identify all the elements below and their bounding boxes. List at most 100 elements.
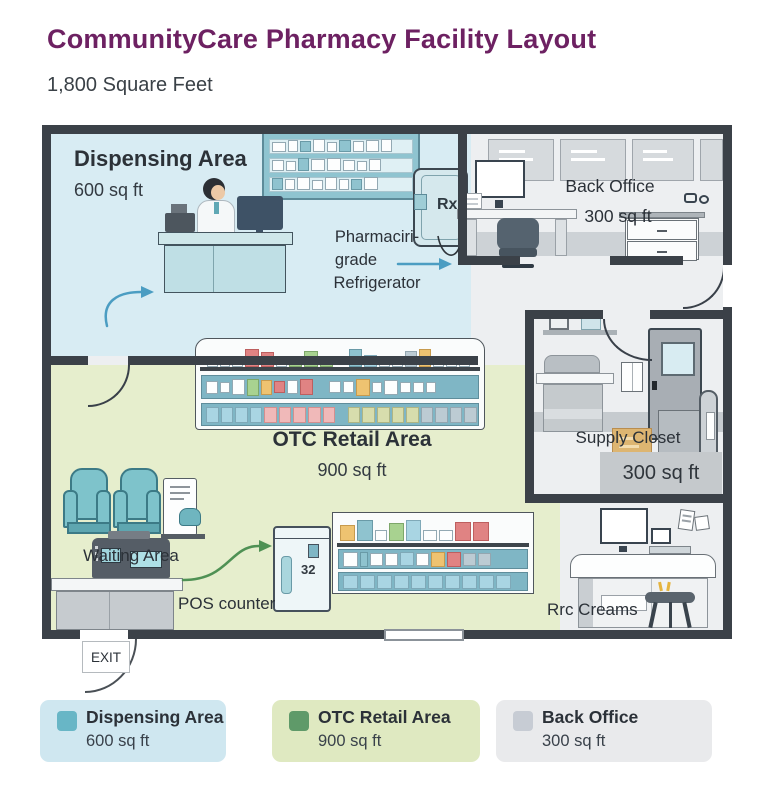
- wall-closet-bottom: [525, 494, 723, 503]
- otc-area-text: 900 sq ft: [317, 460, 387, 480]
- legend-label-otc: OTC Retail Area: [318, 707, 451, 727]
- backoffice-door-arc: [683, 267, 725, 309]
- creams-monitor-stand: [619, 546, 627, 552]
- creams-monitor: [600, 508, 648, 544]
- closet-door-window: [661, 342, 695, 376]
- creams-papers-icon: [694, 515, 710, 531]
- legend-swatch-otc: [289, 711, 309, 731]
- creams-counter-top: [570, 554, 716, 578]
- pos-counter-body: [56, 591, 174, 630]
- otc-bottom-shelf: [332, 512, 534, 594]
- page-subtitle: 1,800 Square Feet: [47, 74, 213, 96]
- wall-closet-left: [525, 310, 534, 503]
- closet-area-badge: 300 sq ft: [600, 452, 722, 494]
- glasses-icon: [684, 193, 697, 203]
- closet-label: Supply Closet: [575, 428, 681, 447]
- filing-cabinet-top: [619, 212, 705, 218]
- wall-dispensing-otc-left: [51, 356, 88, 365]
- page-title: CommunityCare Pharmacy Facility Layout: [47, 24, 597, 54]
- legend-area-otc: 900 sq ft: [318, 732, 382, 750]
- pharmacist-head: [211, 185, 225, 200]
- desk-monitor: [237, 196, 283, 230]
- legend-area-dispensing: 600 sq ft: [86, 732, 150, 750]
- legend-swatch-backoffice: [513, 711, 533, 731]
- legend-swatch-dispensing: [57, 711, 77, 731]
- creams-counter-shelf-items: [601, 595, 647, 611]
- wall-dispensing-otc-right: [128, 356, 478, 365]
- legend-card-otc: OTC Retail Area 900 sq ft: [272, 700, 480, 762]
- floor-plan: Rx: [42, 125, 732, 641]
- pos-counter-top: [51, 578, 183, 591]
- waiting-area-label: Waiting Area: [83, 546, 179, 565]
- legend-card-dispensing: Dispensing Area 600 sq ft: [40, 700, 226, 762]
- right-wall-door-opening: [723, 265, 732, 307]
- closet-wall-box: [621, 362, 643, 392]
- wall-cabinet: [700, 139, 723, 181]
- closet-shelf: [543, 330, 617, 335]
- copier-body: [543, 384, 603, 432]
- stool-seat: [645, 592, 695, 603]
- office-desk-leg: [555, 219, 567, 256]
- shelf-row: [269, 158, 413, 173]
- bottom-entrance-door: [384, 629, 464, 641]
- pharmacy-counter-body: [164, 245, 286, 293]
- pharmacist-collar: [214, 202, 219, 214]
- creams-tablet: [651, 528, 671, 544]
- exit-sign-text: EXIT: [90, 649, 121, 665]
- rx-fridge-label: Rx: [437, 196, 458, 213]
- mini-fridge-handle: [281, 556, 292, 594]
- refrigerator-note-line2: grade: [334, 251, 378, 269]
- legend-label-backoffice: Back Office: [542, 707, 639, 727]
- waiting-chair: [63, 468, 111, 534]
- cash-register: [171, 204, 187, 214]
- creams-papers-icon: [677, 509, 696, 531]
- creams-desk-mat: [649, 546, 691, 554]
- otc-gondola-shelf: [195, 338, 485, 430]
- rx-creams-label: Rrc Creams: [547, 600, 638, 619]
- magazine-rack: [163, 478, 197, 536]
- mini-fridge: 32: [273, 526, 331, 612]
- refrigerator-note-line1: Pharmaciri-: [334, 228, 420, 246]
- glasses-icon: [699, 195, 709, 204]
- pos-register-screen: [101, 548, 121, 563]
- pos-register: [92, 531, 170, 578]
- office-chair-back: [497, 218, 539, 250]
- refrigerator-note: Pharmaciri- grade Refrigerator: [307, 226, 447, 295]
- rack-base: [161, 534, 205, 539]
- pharmacy-counter-top: [158, 232, 293, 245]
- office-monitor: [475, 160, 525, 198]
- dispensing-area-text: 600 sq ft: [74, 180, 144, 200]
- copier-top: [544, 355, 600, 373]
- wall-backoffice-bottom-right: [610, 256, 683, 265]
- backoffice-label: Back Office: [565, 176, 655, 196]
- legend-label-dispensing: Dispensing Area: [86, 707, 224, 727]
- copier-tray: [536, 373, 614, 384]
- stool-leg: [669, 602, 672, 628]
- closet-door-handle: [652, 381, 657, 390]
- wall-backoffice-bottom-left: [467, 256, 520, 265]
- shelf-row: [269, 139, 413, 154]
- office-chair-base: [502, 264, 534, 268]
- exit-door-opening: [80, 630, 128, 639]
- closet-door-arc: [603, 319, 652, 361]
- office-monitor-stand: [495, 200, 503, 208]
- pos-counter-label: POS counter: [178, 594, 276, 613]
- wall-closet-top-left: [525, 310, 603, 319]
- mini-fridge-flag-icon: [308, 544, 319, 558]
- kettle-icon: [179, 508, 201, 526]
- wall-closet-top-right: [650, 310, 723, 319]
- refrigerator-note-line3: Refrigerator: [333, 274, 421, 292]
- medication-shelf: [262, 134, 420, 200]
- office-chair-seat: [499, 248, 537, 257]
- wall-cabinet: [560, 139, 626, 181]
- shelf-row: [269, 177, 413, 192]
- closet-area-text: 300 sq ft: [622, 461, 700, 484]
- exit-sign: EXIT: [82, 641, 130, 673]
- otc-label: OTC Retail Area: [272, 428, 432, 451]
- backoffice-area-text: 300 sq ft: [584, 206, 652, 226]
- wall-cabinet: [632, 139, 694, 181]
- legend-card-backoffice: Back Office 300 sq ft: [496, 700, 712, 762]
- legend-area-backoffice: 300 sq ft: [542, 732, 606, 750]
- wall-dispensing-backoffice: [458, 134, 467, 265]
